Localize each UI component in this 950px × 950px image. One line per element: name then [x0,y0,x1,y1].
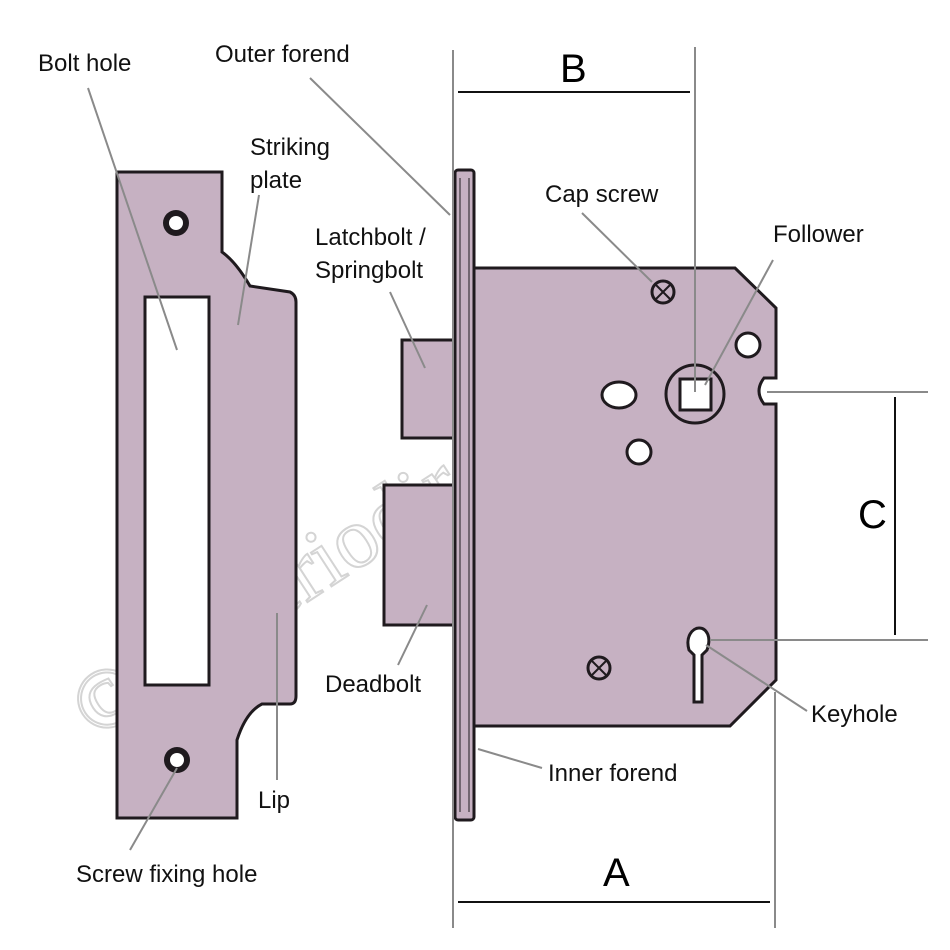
label-outer-forend: Outer forend [215,41,350,68]
deadbolt [382,483,460,627]
label-latchbolt-line2: Springbolt [315,257,423,284]
label-cap-screw: Cap screw [545,181,659,208]
label-latchbolt-line1: Latchbolt / [315,224,426,251]
lock [382,168,778,822]
latchbolt [400,338,460,440]
label-deadbolt: Deadbolt [325,671,421,698]
cap-screw-bottom [586,655,612,681]
case-hole-lower [625,438,653,466]
leader-lines [87,77,808,851]
label-lip: Lip [258,787,290,814]
label-inner-forend: Inner forend [548,760,677,787]
label-striking-plate-line2: plate [250,167,302,194]
label-bolt-hole: Bolt hole [38,50,131,77]
dimension-lines [452,47,928,928]
forend [453,168,476,822]
label-screw-fixing-hole: Screw fixing hole [76,861,257,888]
labels: Bolt hole Outer forend Striking plate La… [38,41,898,895]
label-follower: Follower [773,221,864,248]
striking-plate [115,170,298,820]
label-keyhole: Keyhole [811,701,898,728]
label-striking-plate-line1: Striking [250,134,330,161]
case-slot [600,380,638,410]
dimension-label-a: A [603,851,630,895]
dimension-label-c: C [858,493,887,537]
case-hole-right [734,331,762,359]
bolt-hole [143,295,211,687]
keyhole [686,626,711,704]
cap-screw-top [650,279,676,305]
dimension-label-b: B [560,47,587,91]
